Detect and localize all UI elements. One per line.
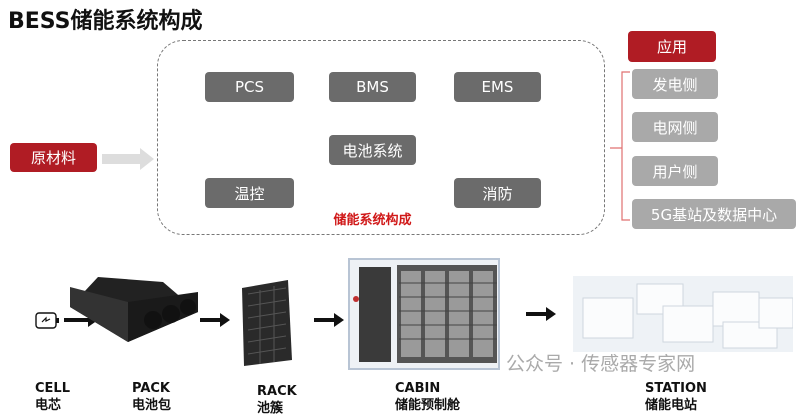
- chain-cell-label: CELL 电芯: [35, 380, 70, 414]
- cabin-zh: 储能预制舱: [395, 398, 461, 413]
- component-pcs: PCS: [205, 72, 294, 102]
- chain-rack-label: RACK 池簇: [257, 383, 297, 417]
- battery-cell-icon: [35, 312, 59, 329]
- app-user: 用户侧: [632, 156, 718, 186]
- chain-cabin-label: CABIN 储能预制舱: [395, 380, 460, 414]
- pack-en: PACK: [132, 381, 171, 396]
- component-fire: 消防: [454, 178, 541, 208]
- system-boundary: [157, 40, 605, 235]
- rack-zh: 池簇: [257, 401, 284, 416]
- cell-en: CELL: [35, 381, 70, 396]
- raw-material-box: 原材料: [10, 143, 97, 172]
- app-grid: 电网侧: [632, 112, 718, 142]
- page-title: BESS储能系统构成: [8, 9, 203, 34]
- chain-pack-label: PACK 电池包: [132, 380, 171, 414]
- component-bms: BMS: [329, 72, 416, 102]
- station-zh: 储能电站: [645, 398, 698, 413]
- app-generation: 发电侧: [632, 69, 718, 99]
- component-ems: EMS: [454, 72, 541, 102]
- cabin-en: CABIN: [395, 381, 441, 396]
- system-label: 储能系统构成: [333, 213, 412, 228]
- pack-zh: 电池包: [132, 398, 172, 413]
- rack-image: [242, 280, 292, 366]
- component-battery-system: 电池系统: [329, 135, 416, 165]
- arrow-icon: [526, 307, 556, 321]
- raw-material-arrow-icon: [102, 148, 154, 170]
- bracket-icon: [610, 71, 630, 221]
- station-image: [573, 276, 793, 352]
- station-en: STATION: [645, 381, 707, 396]
- chain-station-label: STATION 储能电站: [645, 380, 707, 414]
- cell-zh: 电芯: [35, 398, 62, 413]
- component-thermal: 温控: [205, 178, 294, 208]
- cabin-image: [348, 258, 500, 370]
- watermark: 公众号 · 传感器专家网: [506, 353, 696, 375]
- rack-en: RACK: [257, 384, 297, 399]
- arrow-icon: [314, 313, 344, 327]
- pack-image: [70, 277, 198, 342]
- app-5g-datacenter: 5G基站及数据中心: [632, 199, 796, 229]
- applications-header: 应用: [628, 31, 716, 62]
- arrow-icon: [200, 313, 230, 327]
